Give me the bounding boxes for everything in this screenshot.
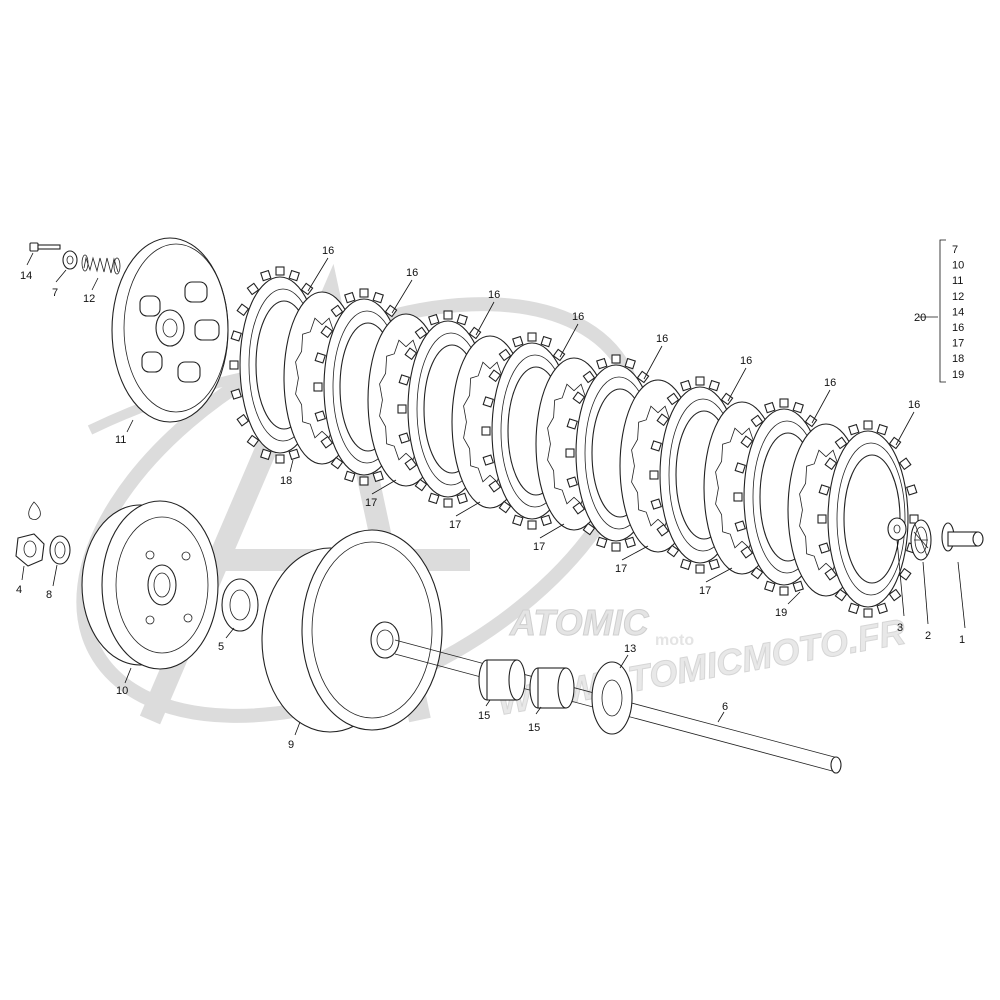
- spline-washer-part-5: [221, 578, 259, 632]
- callout-8: 8: [46, 589, 52, 601]
- callout-17: 17: [699, 585, 711, 597]
- callout-17: 17: [449, 519, 461, 531]
- nut-part-4: [15, 533, 45, 567]
- leader-line: [539, 523, 565, 539]
- leader-line: [727, 367, 747, 402]
- oil-drop-icon: [28, 501, 41, 520]
- kit-item: 7: [952, 244, 958, 256]
- watermark-brand: ATOMIC: [509, 602, 650, 643]
- leader-line: [705, 567, 733, 583]
- friction-disc-part-16: [817, 420, 919, 618]
- callout-16: 16: [908, 399, 920, 411]
- kit-item: 14: [952, 306, 964, 318]
- spring-part-12: [81, 254, 121, 275]
- callout-5: 5: [218, 641, 224, 653]
- leader-line: [643, 345, 663, 380]
- leader-lines: [21, 252, 966, 736]
- callout-16: 16: [656, 333, 668, 345]
- callout-15: 15: [528, 722, 540, 734]
- leader-line: [559, 323, 579, 358]
- kit-label: 20: [914, 312, 926, 324]
- leader-line: [307, 257, 329, 292]
- clutch-disc-stack: [229, 266, 919, 618]
- bolt-part-14: [29, 242, 61, 252]
- callout-1: 1: [959, 634, 965, 646]
- leader-lines-disc: [307, 257, 915, 583]
- callout-10: 10: [116, 685, 128, 697]
- sprocket-part-13: [591, 661, 633, 735]
- callout-16: 16: [322, 245, 334, 257]
- kit-item: 11: [952, 275, 963, 287]
- callout-17: 17: [533, 541, 545, 553]
- leader-line: [455, 501, 481, 517]
- callout-12: 12: [83, 293, 95, 305]
- kit-item: 19: [952, 369, 964, 381]
- callout-2: 2: [925, 630, 931, 642]
- kit-item: 18: [952, 353, 964, 365]
- callout-9: 9: [288, 739, 294, 751]
- washer-part-7: [62, 250, 78, 270]
- callout-13: 13: [624, 643, 636, 655]
- bearing-part-2: [910, 519, 932, 561]
- leader-line: [371, 479, 397, 495]
- callout-17: 17: [615, 563, 627, 575]
- leader-line: [811, 389, 831, 424]
- washer-part-8: [49, 535, 71, 565]
- kit-item: 12: [952, 291, 964, 303]
- callout-11: 11: [115, 434, 126, 446]
- pressure-plate-part-11: [111, 237, 229, 423]
- callout-4: 4: [16, 584, 22, 596]
- callout-16: 16: [824, 377, 836, 389]
- callout-19: 19: [775, 607, 787, 619]
- leader-line: [475, 301, 495, 336]
- clutch-basket-part-9: [261, 529, 443, 733]
- kit-bracket: [939, 239, 946, 383]
- kit-item: 10: [952, 260, 964, 272]
- callout-18: 18: [280, 475, 292, 487]
- kit-item: 16: [952, 322, 964, 334]
- callout-16: 16: [406, 267, 418, 279]
- callout-3: 3: [897, 622, 903, 634]
- callout-16: 16: [572, 311, 584, 323]
- callout-16: 16: [488, 289, 500, 301]
- watermark-sub: moto: [655, 632, 694, 649]
- callout-6: 6: [722, 701, 728, 713]
- leader-line: [895, 411, 915, 446]
- callout-7: 7: [52, 287, 58, 299]
- callout-15: 15: [478, 710, 490, 722]
- washer-part-3: [887, 517, 907, 541]
- pushrod-head-part-1: [941, 522, 984, 552]
- leader-line: [621, 545, 649, 561]
- needle-bearing-part-15b: [529, 667, 575, 709]
- callout-labels: 14 7 12 11 18 16 16 16 16 16 16 16 16 17…: [16, 245, 965, 751]
- clutch-hub-part-10: [81, 500, 219, 670]
- leader-line: [391, 279, 413, 314]
- kit-list-20: 20 7 10 11 12 14 16 17 18 19: [914, 239, 964, 383]
- needle-bearing-part-15a: [478, 659, 526, 701]
- kit-item: 17: [952, 338, 964, 350]
- callout-17: 17: [365, 497, 377, 509]
- kit-items: 7 10 11 12 14 16 17 18 19: [952, 244, 964, 381]
- callout-16: 16: [740, 355, 752, 367]
- callout-14: 14: [20, 270, 32, 282]
